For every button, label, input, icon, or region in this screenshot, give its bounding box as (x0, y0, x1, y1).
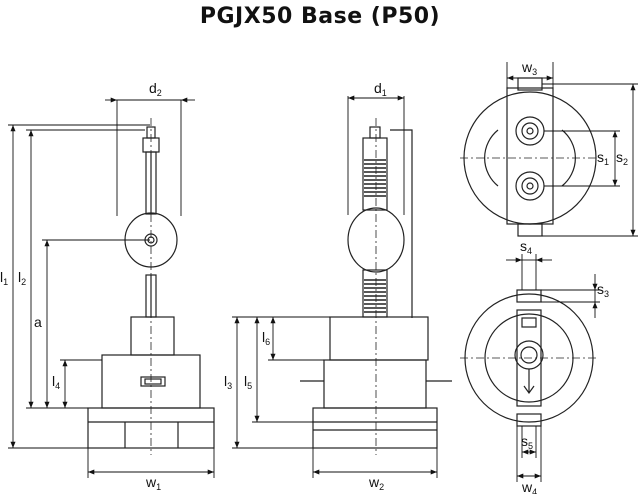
label-s2: s2 (616, 149, 628, 167)
bottom-end-view (460, 289, 598, 427)
label-l4: l4 (52, 373, 60, 391)
label-w4: w4 (521, 479, 537, 494)
front-view (87, 118, 215, 455)
label-l6: l6 (262, 329, 270, 347)
label-w2: w2 (368, 474, 384, 492)
label-d2: d2 (149, 80, 162, 98)
label-a: a (34, 314, 42, 330)
label-l2: l2 (18, 269, 26, 287)
label-s3: s3 (597, 281, 609, 299)
label-l5: l5 (244, 373, 252, 391)
label-s1: s1 (597, 149, 609, 167)
coil-windings (364, 159, 386, 313)
label-d1: d1 (374, 80, 387, 98)
label-l1: l1 (0, 269, 8, 287)
label-s4: s4 (520, 238, 532, 256)
top-end-view (460, 77, 600, 237)
label-w1: w1 (145, 474, 161, 492)
label-l3: l3 (224, 373, 232, 391)
label-w3: w3 (521, 59, 537, 77)
diagram-title: PGJX50 Base (P50) (199, 4, 441, 29)
side-view (300, 118, 452, 455)
label-s5: s5 (521, 433, 533, 451)
